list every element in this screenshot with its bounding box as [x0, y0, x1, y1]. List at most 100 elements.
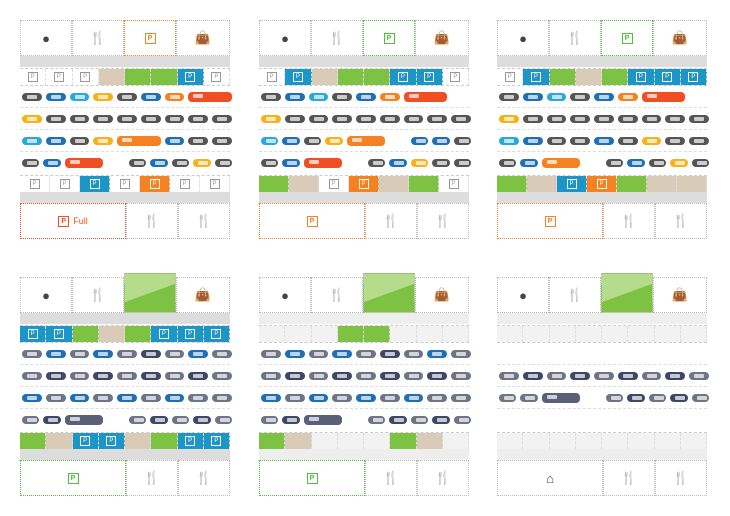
fork-icon: 🍴 — [434, 470, 452, 485]
lane-divider — [259, 364, 469, 365]
bag-icon: 👜 — [194, 287, 212, 302]
car — [546, 372, 567, 380]
building-bottom: 🍴 — [178, 203, 230, 239]
car — [332, 372, 353, 380]
strip-cell — [125, 69, 152, 85]
traffic-lane — [497, 414, 709, 426]
bus — [117, 136, 161, 146]
strip-cell — [680, 433, 707, 449]
car — [193, 416, 211, 424]
car — [282, 416, 300, 424]
strip-cell: P — [80, 176, 110, 192]
strip-cell — [390, 433, 417, 449]
car — [117, 115, 137, 123]
car — [367, 159, 386, 167]
parking-icon: P — [211, 436, 222, 446]
apple-icon: ● — [281, 287, 289, 303]
strip-cell: P — [587, 176, 617, 192]
lane-divider — [20, 107, 230, 108]
strip-cell — [285, 326, 312, 342]
bus — [303, 415, 343, 425]
car — [69, 137, 90, 145]
building-bottom: P — [259, 460, 365, 496]
strip-cell — [442, 433, 469, 449]
building-bottom: 🍴 — [365, 203, 417, 239]
traffic-lane — [259, 414, 472, 426]
traffic-lane — [20, 135, 232, 147]
car — [432, 159, 450, 167]
traffic-lane — [259, 157, 472, 169]
apple-icon: ● — [42, 287, 50, 303]
lane-divider — [20, 386, 230, 387]
parking-icon: P — [89, 179, 100, 189]
car — [641, 372, 662, 380]
parking-strip-bottom — [497, 432, 707, 450]
sidewalk-top — [259, 313, 469, 324]
car — [171, 416, 190, 424]
street-panel-6: ●🍴👜⌂🍴🍴 — [497, 273, 710, 496]
building-top: 👜 — [415, 277, 469, 313]
strip-cell — [654, 326, 681, 342]
parking-icon: P — [328, 179, 339, 189]
strip-cell — [379, 176, 409, 192]
strip-cell — [46, 433, 73, 449]
car — [261, 372, 281, 380]
car — [325, 137, 343, 145]
traffic-lane — [259, 91, 471, 103]
traffic-lane — [20, 113, 233, 125]
parking-icon: P — [27, 72, 38, 82]
car — [379, 372, 400, 380]
strip-cell — [390, 326, 417, 342]
car — [93, 350, 114, 358]
traffic-lane — [497, 348, 709, 360]
parking-icon: P — [383, 32, 395, 44]
building-bottom: 🍴 — [655, 203, 707, 239]
strip-cell: P — [203, 433, 230, 449]
building-bottom: 🍴 — [126, 203, 178, 239]
strip-cell: P — [177, 69, 204, 85]
strip-cell: P — [654, 69, 681, 85]
strip-cell: P — [523, 69, 550, 85]
building-bottom: 🍴 — [178, 460, 230, 496]
lane-divider — [259, 129, 469, 130]
strip-cell — [311, 69, 338, 85]
parking-icon: P — [635, 72, 646, 82]
fork-icon: 🍴 — [382, 213, 400, 228]
gap — [346, 157, 363, 169]
building-top: P — [124, 20, 176, 56]
gap — [665, 348, 685, 360]
parking-icon: P — [59, 179, 70, 189]
car — [641, 115, 662, 123]
bus — [541, 158, 581, 168]
traffic-lane — [20, 348, 233, 360]
strip-cell — [311, 326, 338, 342]
strip-cell — [677, 176, 707, 192]
car — [617, 93, 638, 101]
car — [570, 115, 591, 123]
building-bottom: ⌂ — [497, 460, 603, 496]
strip-cell — [416, 433, 443, 449]
strip-cell — [125, 433, 152, 449]
car — [308, 372, 329, 380]
car — [22, 93, 42, 101]
lane-divider — [497, 408, 707, 409]
car — [93, 372, 114, 380]
building-bottom: 🍴 — [365, 460, 417, 496]
fork-icon: 🍴 — [89, 30, 107, 45]
car — [665, 137, 686, 145]
car — [164, 137, 185, 145]
gap — [594, 414, 614, 426]
fork-icon: 🍴 — [566, 287, 584, 302]
building-top — [124, 273, 176, 313]
gap — [618, 414, 638, 426]
car — [117, 394, 137, 402]
parking-icon: P — [179, 179, 190, 189]
parking-icon: P — [688, 72, 699, 82]
gap — [499, 348, 519, 360]
parking-strip-bottom — [259, 432, 469, 450]
lane-divider — [259, 386, 469, 387]
car — [691, 159, 710, 167]
